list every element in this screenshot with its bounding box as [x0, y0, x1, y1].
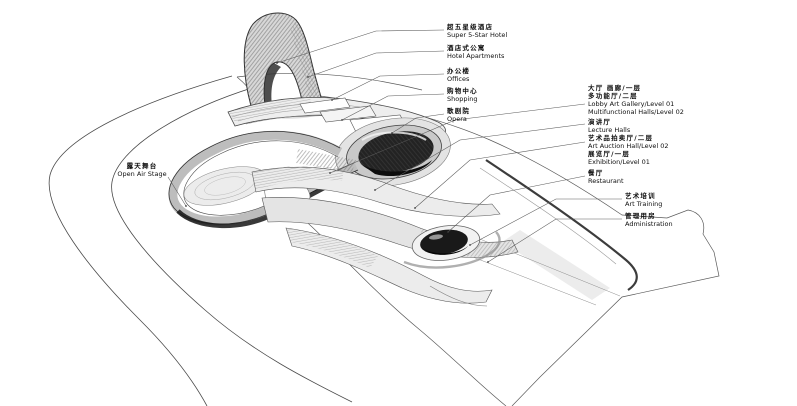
- label-en-text: Lobby Art Gallery/Level 01: [588, 100, 675, 108]
- label-zh-text: 多功能厅/二层: [588, 92, 638, 100]
- leader-lines: [167, 29, 622, 263]
- label-en-text: Art Auction Hall/Level 02: [588, 142, 669, 150]
- label-open-air-stage: 露天舞台 Open Air Stage: [110, 162, 174, 178]
- label-en-text: Opera: [447, 115, 467, 123]
- label-zh-text: 餐厅: [588, 169, 604, 177]
- label-lobby-gallery: 大厅 画廊/一层 多功能厅/二层 Lobby Art Gallery/Level…: [588, 84, 684, 116]
- label-zh-text: 演讲厅: [588, 118, 612, 126]
- label-art-training: 艺术培训 Art Training: [625, 192, 662, 208]
- label-en-text: Art Training: [625, 200, 663, 208]
- left-road: [48, 75, 353, 406]
- label-en-text: Restaurant: [588, 177, 624, 185]
- label-lecture-halls: 演讲厅 Lecture Halls: [588, 118, 630, 134]
- label-en-text: Super 5-Star Hotel: [447, 31, 508, 39]
- label-zh-text: 管理用房: [625, 212, 656, 220]
- label-administration: 管理用房 Administration: [625, 212, 673, 228]
- label-restaurant: 餐厅 Restaurant: [588, 169, 624, 185]
- label-en-text: Open Air Stage: [117, 170, 167, 178]
- label-en-text: Administration: [625, 220, 673, 228]
- label-zh-text: 露天舞台: [126, 162, 158, 170]
- label-super-5-star-hotel: 超五星级酒店 Super 5-Star Hotel: [447, 23, 507, 39]
- exhibition-terraces: [251, 165, 519, 307]
- lower-right-strip: [459, 159, 638, 306]
- label-shopping: 购物中心 Shopping: [447, 87, 478, 103]
- label-zh-text: 超五星级酒店: [447, 23, 494, 31]
- label-en-text: Lecture Halls: [588, 126, 631, 134]
- label-auction-exhibition: 艺术品拍卖厅/二层 Art Auction Hall/Level 02 展览厅/…: [588, 134, 669, 166]
- label-zh-text: 艺术培训: [625, 192, 656, 200]
- label-en-text: Multifunctional Halls/Level 02: [588, 108, 684, 116]
- label-zh-text: 酒店式公寓: [447, 44, 486, 52]
- leader-dots: [185, 62, 489, 263]
- opera-hall: [335, 117, 451, 187]
- auction-pod: [403, 225, 501, 269]
- label-en-text: Exhibition/Level 01: [588, 158, 650, 166]
- label-hotel-apartments: 酒店式公寓 Hotel Apartments: [447, 44, 504, 60]
- label-zh-text: 展览厅/一层: [588, 150, 631, 158]
- label-zh-text: 歌剧院: [447, 107, 471, 115]
- label-zh-text: 办公楼: [447, 67, 471, 75]
- label-en-text: Offices: [447, 75, 470, 83]
- label-en-text: Hotel Apartments: [447, 52, 505, 60]
- label-offices: 办公楼 Offices: [447, 67, 470, 83]
- label-en-text: Shopping: [447, 95, 478, 103]
- label-zh-text: 大厅 画廊/一层: [588, 84, 642, 92]
- label-opera: 歌剧院 Opera: [447, 107, 470, 123]
- label-zh-text: 艺术品拍卖厅/二层: [588, 134, 654, 142]
- label-zh-text: 购物中心: [447, 87, 478, 95]
